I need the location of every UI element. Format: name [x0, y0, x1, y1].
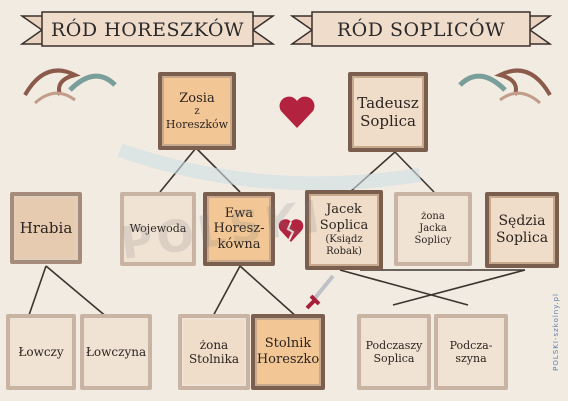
podczaszy-line-1: Podczaszy	[365, 338, 423, 352]
tadeusz-line-2: Soplica	[360, 112, 416, 130]
person-stolnik: Stolnik Horeszko	[251, 314, 325, 390]
line-sedzia-cross	[392, 269, 526, 306]
tadeusz-line-1: Tadeusz	[357, 94, 419, 112]
banner-soplica: RÓD SOPLICÓW	[290, 8, 552, 52]
hrabia-name: Hrabia	[19, 219, 73, 237]
line-jacek-cross	[339, 269, 469, 306]
jacek-line-4: Robak)	[326, 245, 362, 257]
person-hrabia: Hrabia	[10, 192, 82, 264]
podczaszy-line-2: Soplica	[373, 352, 415, 365]
jacek-line-3: (Ksiądz	[325, 233, 363, 245]
line-ewa-zona-stolnika	[211, 265, 241, 319]
lowczyna-name: Łowczyna	[85, 344, 147, 359]
stolnik-line-2: Horeszko	[256, 352, 320, 367]
jacek-line-1: Jacek	[326, 202, 362, 218]
sedzia-line-2: Soplica	[495, 230, 549, 246]
person-ewa: Ewa Horesz- kówna	[203, 192, 275, 266]
zona-jacka-line-3: Soplicy	[414, 235, 452, 246]
line-ewa-stolnik	[239, 265, 299, 319]
zona-stolnika-line-2: Stolnika	[188, 352, 240, 366]
person-podczaszyna: Podcza- szyna	[434, 314, 508, 390]
podczaszyna-line-1: Podcza-	[449, 338, 493, 352]
person-wojewoda: Wojewoda	[120, 192, 196, 266]
line-hrabia-lowczyna	[45, 265, 109, 319]
side-logo: POLSKI-szkolny.pl	[552, 293, 560, 371]
person-lowczyna: Łowczyna	[80, 314, 152, 390]
heart-icon	[279, 96, 315, 128]
flourish-left-icon	[23, 68, 117, 105]
lowczy-name: Łowczy	[18, 344, 64, 359]
person-sedzia: Sędzia Soplica	[485, 192, 559, 268]
person-zona-jacka: żona Jacka Soplicy	[394, 192, 472, 266]
banner-horeszko: RÓD HORESZKÓW	[20, 8, 275, 52]
person-zosia: Zosia z Horeszków	[158, 72, 236, 150]
person-tadeusz: Tadeusz Soplica	[348, 72, 428, 152]
dagger-icon	[305, 274, 335, 310]
sedzia-line-1: Sędzia	[498, 213, 546, 230]
banner-right-title: RÓD SOPLICÓW	[336, 19, 506, 41]
banner-left-title: RÓD HORESZKÓW	[51, 19, 244, 41]
jacek-line-2: Soplica	[319, 218, 369, 233]
stolnik-line-1: Stolnik	[264, 336, 312, 352]
zona-jacka-line-1: żona	[421, 211, 445, 222]
person-zona-stolnika: żona Stolnika	[178, 314, 250, 390]
person-lowczy: Łowczy	[6, 314, 76, 390]
zona-stolnika-line-1: żona	[199, 337, 229, 352]
broken-heart-icon	[278, 219, 304, 242]
ewa-line-2: Horesz-	[213, 221, 265, 237]
zona-jacka-line-2: Jacka	[419, 223, 447, 234]
zosia-line-1: Zosia	[179, 90, 215, 106]
podczaszyna-line-2: szyna	[455, 352, 487, 365]
line-hrabia-lowczy	[27, 265, 47, 319]
ribbon-right-icon	[290, 11, 552, 47]
person-jacek: Jacek Soplica (Ksiądz Robak)	[305, 190, 383, 270]
wojewoda-name: Wojewoda	[129, 222, 187, 236]
ribbon-left-icon	[20, 11, 275, 47]
zosia-line-3: Horeszków	[165, 118, 229, 132]
zosia-line-2: z	[194, 106, 200, 118]
ewa-line-3: kówna	[217, 236, 261, 252]
flourish-right-icon	[458, 68, 552, 105]
ewa-line-1: Ewa	[224, 205, 254, 221]
person-podczaszy: Podczaszy Soplica	[357, 314, 431, 390]
